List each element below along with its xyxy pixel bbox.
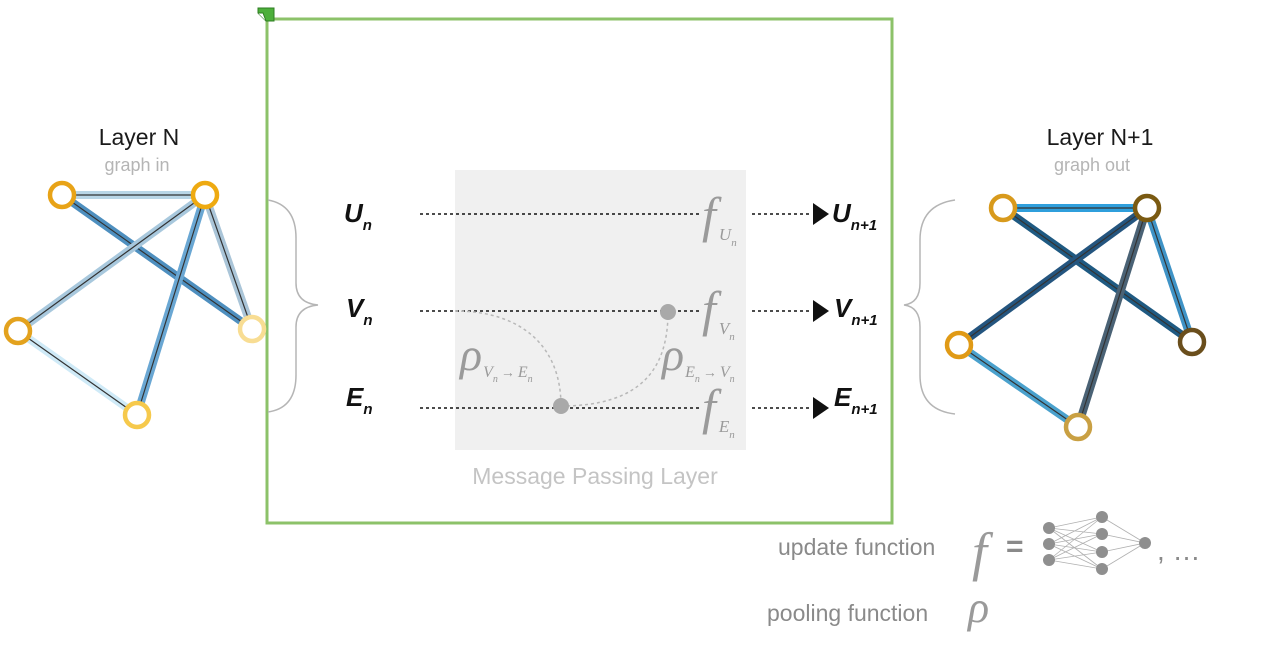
input-graph-subtitle: graph in	[104, 155, 169, 175]
row-v-arrowhead	[813, 300, 829, 322]
output-v-label: Vn+1	[834, 293, 878, 329]
node-s	[1177, 327, 1207, 357]
pool-fn-e-to-v: ρEn→Vn	[660, 329, 735, 385]
edge-q-s	[1143, 204, 1196, 346]
update-function-label: update function	[778, 534, 935, 560]
output-e-label: En+1	[834, 382, 878, 418]
edge-p-s	[999, 204, 1196, 346]
edge-c-d	[14, 327, 141, 419]
input-graph-nodes	[3, 180, 267, 430]
node-a	[47, 180, 77, 210]
edge-q-r	[955, 204, 1151, 349]
pool-fn-v-to-e: ρVn→En	[458, 329, 533, 385]
pool-e-dot	[553, 398, 569, 414]
input-graph-title: Layer N	[99, 124, 180, 150]
edge-b-c	[14, 191, 209, 335]
node-r	[944, 330, 974, 360]
row-u-arrowhead	[813, 203, 829, 225]
pool-v-to-e-curve	[454, 310, 562, 407]
input-e-label: En	[346, 382, 373, 418]
input-brace	[267, 199, 319, 413]
node-d	[122, 400, 152, 430]
pool-v-dot	[660, 304, 676, 320]
pool-e-to-v-curve	[560, 311, 669, 407]
node-c	[3, 316, 33, 346]
message-passing-panel	[455, 170, 746, 450]
edge-a-e	[58, 191, 256, 333]
output-graph: Layer N+1 graph out	[944, 124, 1207, 442]
legend-equals: =	[1006, 530, 1024, 563]
output-graph-nodes	[944, 193, 1207, 442]
node-b	[190, 180, 220, 210]
input-v-label: Vn	[346, 293, 373, 329]
row-e-arrowhead	[813, 397, 829, 419]
output-graph-subtitle: graph out	[1054, 155, 1130, 175]
edge-b-d	[133, 191, 209, 419]
selection-frame[interactable]	[265, 17, 894, 525]
row-arrowheads	[813, 203, 829, 419]
legend-f-symbol: f	[972, 522, 994, 582]
output-graph-title: Layer N+1	[1047, 124, 1154, 150]
legend-ellipsis: , …	[1157, 535, 1201, 566]
output-u-label: Un+1	[832, 198, 877, 234]
input-u-label: Un	[344, 198, 372, 234]
edge-r-t	[955, 341, 1082, 431]
neural-network-icon	[1043, 511, 1151, 575]
node-e	[237, 314, 267, 344]
output-graph-edges	[955, 204, 1196, 431]
input-graph: Layer N graph in	[3, 124, 267, 430]
node-p	[988, 193, 1018, 223]
frame-corner-badge[interactable]	[257, 7, 275, 22]
pooling-function-label: pooling function	[767, 600, 928, 626]
input-graph-edges	[14, 191, 256, 419]
edge-b-e	[201, 191, 256, 333]
legend-rho-symbol: ρ	[966, 583, 989, 632]
node-q	[1132, 193, 1162, 223]
output-brace	[903, 199, 956, 415]
edge-q-t	[1074, 204, 1151, 431]
node-t	[1063, 412, 1093, 442]
message-passing-layer-label: Message Passing Layer	[472, 463, 718, 489]
